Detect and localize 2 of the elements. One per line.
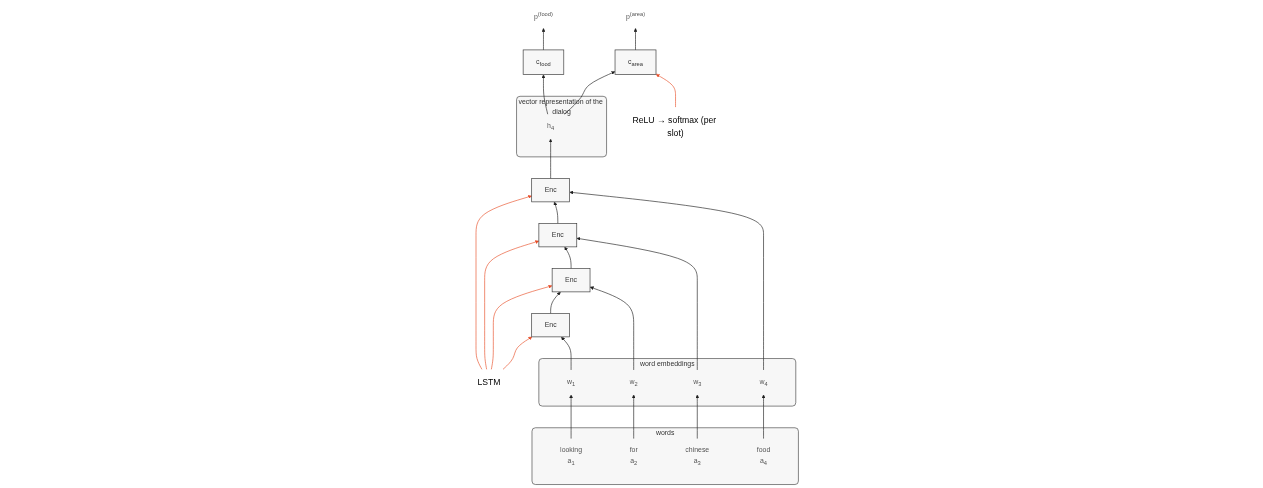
node-text: LSTM xyxy=(477,377,501,388)
node-text: ReLU → softmax (per slot) xyxy=(632,115,717,138)
